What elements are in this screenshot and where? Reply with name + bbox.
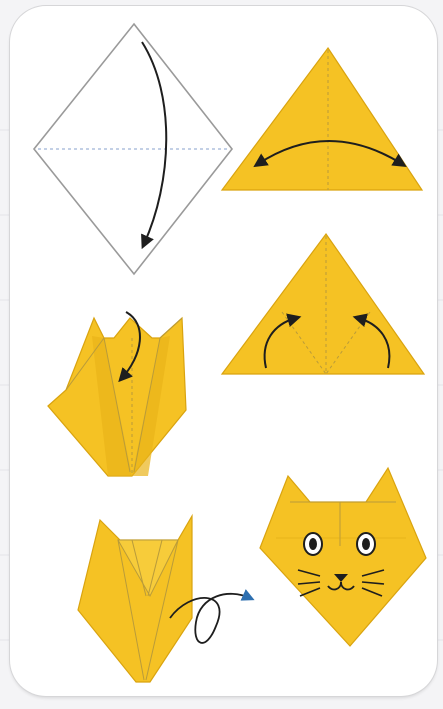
- step-2-triangle: [222, 48, 422, 190]
- step-1-square-sheet: [34, 24, 232, 274]
- cat-left-eye-icon: [304, 533, 322, 555]
- origami-diagram: [10, 6, 437, 696]
- cat-right-eye-icon: [357, 533, 375, 555]
- step-3-triangle-creased: [222, 234, 424, 374]
- step-5-head-with-flap: [78, 516, 250, 682]
- step-6-cat-face: [260, 468, 426, 646]
- instruction-card: [10, 6, 437, 696]
- step-4-ears-up: [48, 312, 186, 476]
